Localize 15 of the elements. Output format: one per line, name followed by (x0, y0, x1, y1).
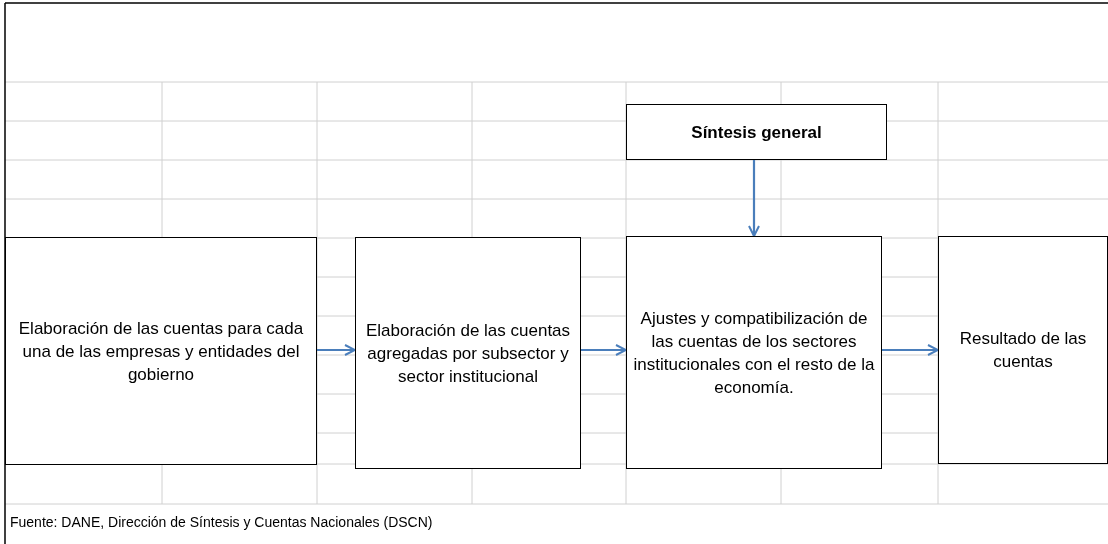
process-box (5, 237, 317, 465)
box-text: Ajustes y compatibilización de las cuentas de los sectores institucionales con el resto de la economía. (633, 307, 875, 399)
source-note: Fuente: DANE, Dirección de Síntesis y Cuentas Nacionales (DSCN) (10, 514, 433, 530)
arrow (748, 160, 760, 237)
arrow (581, 344, 627, 356)
box-text: Elaboración de las cuentas agregadas por subsector y sector institucional (364, 319, 572, 388)
arrow (317, 344, 356, 356)
box-text: Elaboración de las cuentas para cada una de las empresas y entidades del gobierno (17, 317, 305, 386)
arrow (882, 344, 939, 356)
process-box (626, 104, 887, 160)
process-box (626, 236, 882, 469)
box-text: Resultado de las cuentas (958, 328, 1088, 373)
process-box (938, 236, 1108, 464)
box-heading: Síntesis general (691, 121, 822, 144)
process-box (355, 237, 581, 469)
